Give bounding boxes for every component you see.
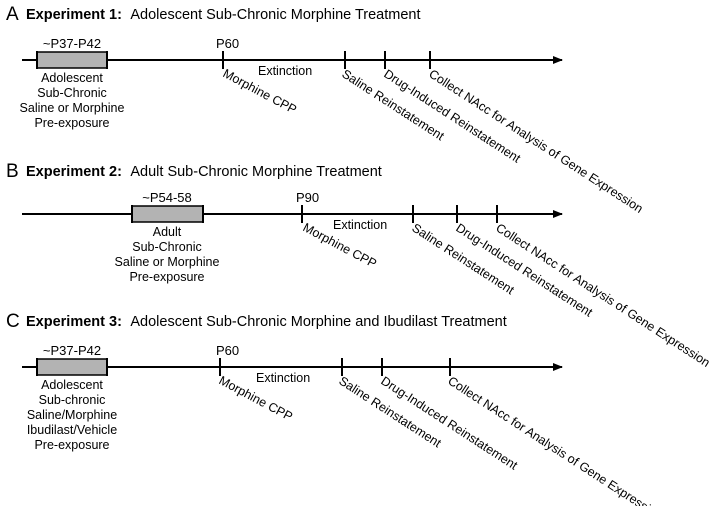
title-rest: Adolescent Sub-Chronic Morphine and Ibud… [130,314,506,330]
extinction-label: Extinction [256,371,310,385]
treatment-line: Pre-exposure [34,438,109,452]
pre-exposure-bar [131,205,204,223]
treatment-line: Adolescent [41,378,103,392]
title-bold: Experiment 1: [26,7,122,23]
treatment-line: Adolescent [41,71,103,85]
age-range-label: ~P54-58 [142,190,192,205]
treatment-line: Sub-Chronic [132,240,201,254]
treatment-line: Sub-Chronic [37,86,106,100]
event-label: Collect NAcc for Analysis of Gene Expres… [493,221,712,370]
title-bold: Experiment 3: [26,314,122,330]
treatment-line: Saline or Morphine [20,101,125,115]
panel-title: Experiment 1: Adolescent Sub-Chronic Mor… [26,6,421,23]
treatment-line: Adult [153,225,182,239]
panel-a: A Experiment 1: Adolescent Sub-Chronic M… [6,4,646,216]
pre-exposure-bar [36,51,108,69]
panel-title: Experiment 2: Adult Sub-Chronic Morphine… [26,163,382,180]
treatment-line: Pre-exposure [129,270,204,284]
panel-title: Experiment 3: Adolescent Sub-Chronic Mor… [26,313,507,330]
age-range-label: ~P37-P42 [43,343,101,358]
extinction-label: Extinction [333,218,387,232]
milestone-label: P60 [216,36,239,51]
pre-exposure-bar [36,358,108,376]
title-rest: Adolescent Sub-Chronic Morphine Treatmen… [130,7,420,23]
title-rest: Adult Sub-Chronic Morphine Treatment [130,164,381,180]
event-label: Collect NAcc for Analysis of Gene Expres… [426,67,645,216]
treatment-line: Saline/Morphine [27,408,117,422]
milestone-label: P60 [216,343,239,358]
age-range-label: ~P37-P42 [43,36,101,51]
panel-letter: A [6,4,19,25]
panel-letter: B [6,161,19,182]
title-bold: Experiment 2: [26,164,122,180]
milestone-label: P90 [296,190,319,205]
panel-letter: C [6,311,20,332]
treatment-line: Ibudilast/Vehicle [27,423,117,437]
treatment-line: Saline or Morphine [115,255,220,269]
treatment-line: Pre-exposure [34,116,109,130]
extinction-label: Extinction [258,64,312,78]
panel-c: C Experiment 3: Adolescent Sub-Chronic M… [6,311,665,506]
treatment-line: Sub-chronic [39,393,106,407]
